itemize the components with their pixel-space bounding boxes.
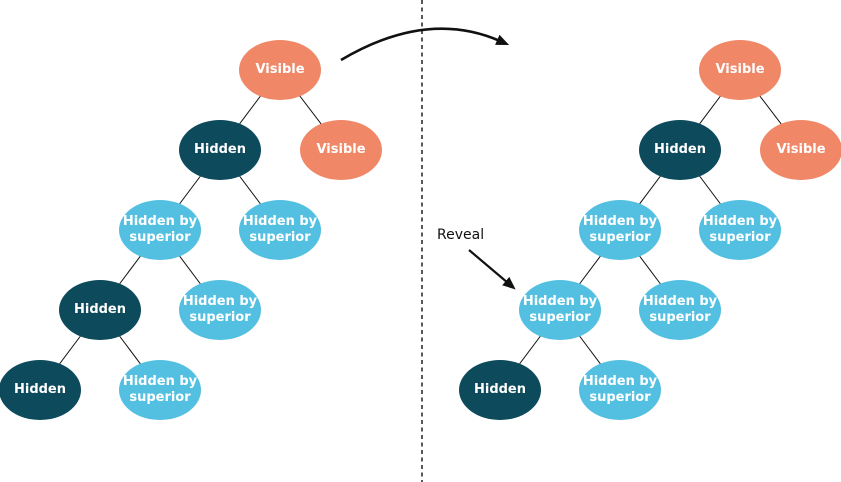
tree-node-label: Hidden by superior [582,374,658,405]
tree-node-label: Hidden by superior [182,294,258,325]
tree-node-hidden-by-superior: Hidden by superior [579,360,661,420]
tree-node-label: Hidden by superior [242,214,318,245]
reveal-arrow [468,249,516,290]
tree-node-label: Visible [776,142,826,158]
tree-node-visible: Visible [760,120,841,180]
tree-node-hidden: Hidden [179,120,261,180]
tree-node-hidden-by-superior: Hidden by superior [239,200,321,260]
reveal-label: Reveal [437,227,485,243]
transform-arrow [340,27,510,62]
tree-node-hidden-by-superior: Hidden by superior [119,360,201,420]
tree-node-visible: Visible [239,40,321,100]
tree-node-label: Hidden [73,302,127,318]
tree-node-hidden: Hidden [639,120,721,180]
tree-node-hidden: Hidden [0,360,81,420]
tree-node-hidden-by-superior: Hidden by superior [699,200,781,260]
tree-node-label: Hidden [653,142,707,158]
tree-node-hidden: Hidden [459,360,541,420]
tree-node-hidden: Hidden [59,280,141,340]
tree-node-label: Visible [316,142,366,158]
tree-node-label: Hidden by superior [702,214,778,245]
tree-node-label: Hidden by superior [522,294,598,325]
tree-node-hidden-by-superior: Hidden by superior [119,200,201,260]
tree-node-label: Hidden [13,382,67,398]
tree-node-hidden-by-superior: Hidden by superior [639,280,721,340]
tree-node-hidden-by-superior-revealed: Hidden by superior [519,280,601,340]
tree-node-label: Hidden by superior [122,214,198,245]
tree-node-label: Hidden by superior [122,374,198,405]
tree-node-label: Hidden by superior [642,294,718,325]
tree-node-label: Visible [715,62,765,78]
tree-node-hidden-by-superior: Hidden by superior [179,280,261,340]
tree-node-label: Hidden [473,382,527,398]
tree-node-hidden-by-superior: Hidden by superior [579,200,661,260]
tree-node-label: Visible [255,62,305,78]
tree-node-visible: Visible [300,120,382,180]
tree-node-label: Hidden [193,142,247,158]
tree-node-label: Hidden by superior [582,214,658,245]
tree-node-visible: Visible [699,40,781,100]
